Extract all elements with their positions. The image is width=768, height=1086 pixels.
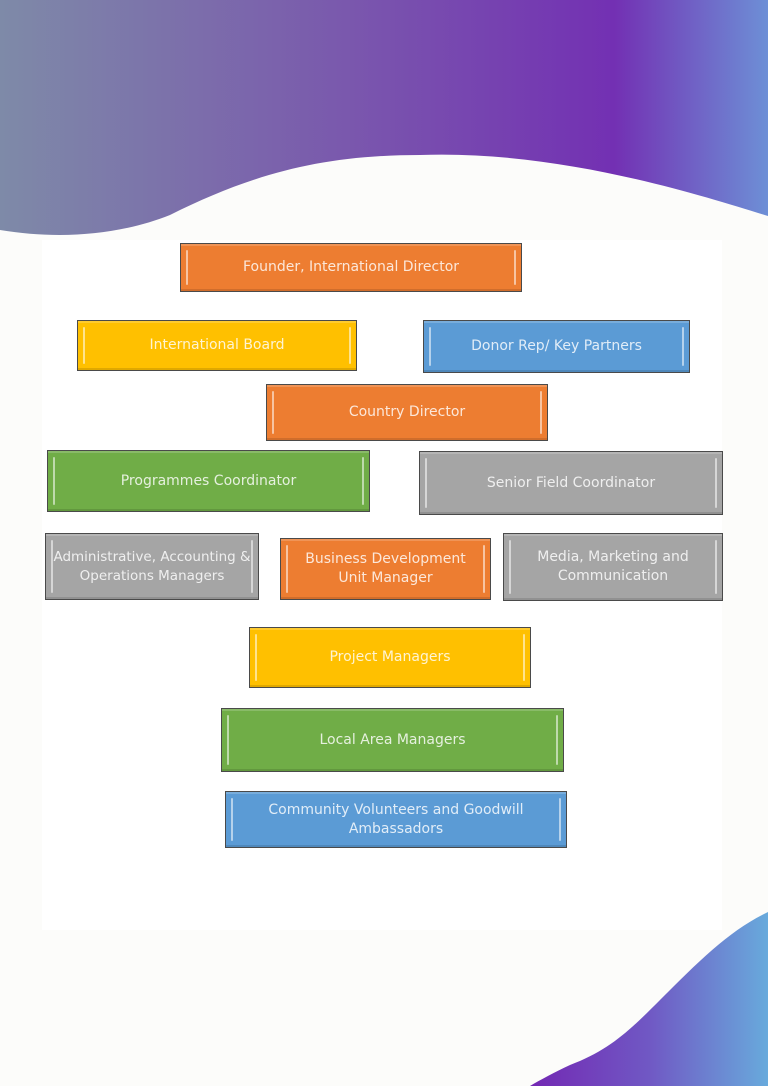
node-label: Administrative, Accounting & Operations … <box>53 548 251 584</box>
node-senior-field-coordinator: Senior Field Coordinator <box>419 451 723 515</box>
node-label: Business Development Unit Manager <box>305 551 466 586</box>
node-label: International Board <box>149 337 285 353</box>
node-international-board: International Board <box>77 320 357 371</box>
top-wave-shape <box>0 0 768 235</box>
node-label: Community Volunteers and Goodwill Ambass… <box>268 801 524 837</box>
node-business-development: Business Development Unit Manager <box>280 538 491 600</box>
node-programmes-coordinator: Programmes Coordinator <box>47 450 370 512</box>
node-admin-managers: Administrative, Accounting & Operations … <box>45 533 259 600</box>
node-founder: Founder, International Director <box>180 243 522 292</box>
node-donor-rep: Donor Rep/ Key Partners <box>423 320 690 373</box>
node-label: Programmes Coordinator <box>120 472 297 489</box>
node-label: Founder, International Director <box>242 259 460 275</box>
node-label: Project Managers <box>329 649 451 665</box>
node-media-marketing: Media, Marketing and Communication <box>503 533 723 601</box>
node-label: Media, Marketing and Communication <box>537 549 689 584</box>
node-local-area-managers: Local Area Managers <box>221 708 564 772</box>
node-label: Donor Rep/ Key Partners <box>471 338 642 354</box>
node-label: Country Director <box>348 404 466 420</box>
bottom-wave-shape <box>530 912 768 1086</box>
node-country-director: Country Director <box>266 384 548 441</box>
node-community-volunteers: Community Volunteers and Goodwill Ambass… <box>225 791 567 848</box>
node-label: Senior Field Coordinator <box>486 474 656 491</box>
node-project-managers: Project Managers <box>249 627 531 688</box>
node-label: Local Area Managers <box>319 731 466 748</box>
